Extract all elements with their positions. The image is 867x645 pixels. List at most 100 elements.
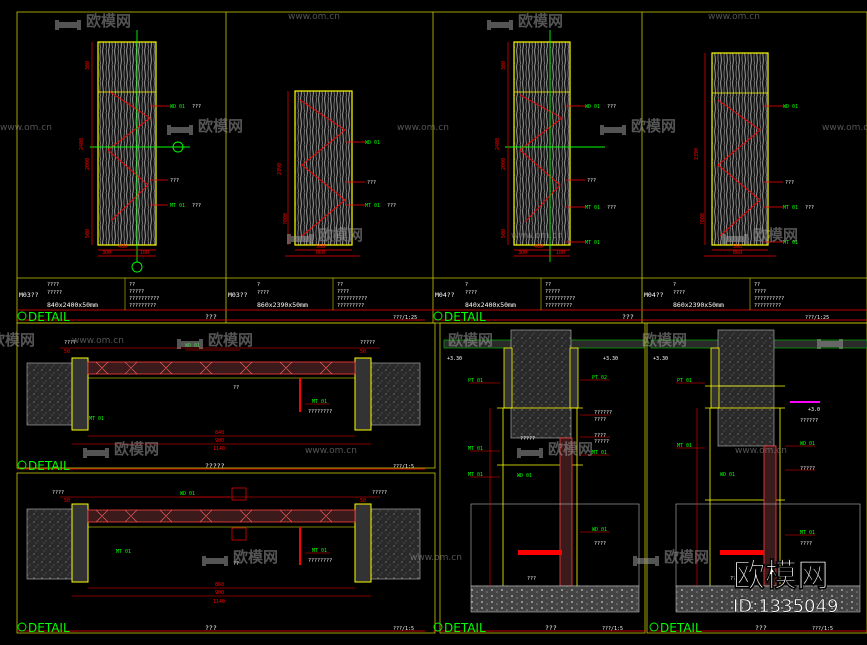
brand-logo: 欧模网 (733, 556, 829, 594)
elev1-dim-h1: 300 (102, 250, 111, 256)
sec1-note-4: ????? (520, 436, 535, 442)
spec2-r3: ????????? (337, 303, 364, 309)
sofa-logo-icon (177, 339, 203, 349)
spec3-r3: ????????? (545, 303, 572, 309)
detail6-label: DETAIL (660, 621, 702, 635)
elevation-m04-b: WD 01 MT 01 MT 01 ??? ??? 2390 ?000 560 … (694, 52, 814, 257)
svg-text:欧模网: 欧模网 (664, 548, 709, 566)
sec1-note-6: ??? (527, 576, 536, 582)
watermark-4: 欧模网 (600, 117, 676, 135)
sec1-note-5: ???? (594, 541, 606, 547)
elev3-note-3: ??? (607, 205, 616, 211)
detail5-label: DETAIL (444, 621, 486, 635)
spec2-l2: 860x2390x50mm (257, 301, 308, 309)
spec3-code: M04?? (435, 291, 455, 299)
sofa-logo-icon (487, 20, 513, 30)
spec4-r1: ???? (754, 289, 766, 295)
elev3-dim-h0: 400 (534, 244, 543, 250)
watermark-url-1: www.om.cn (288, 12, 340, 22)
sofa-logo-icon (287, 234, 313, 244)
detail6-center: ??? (755, 624, 767, 632)
sofa-logo-icon (817, 339, 843, 349)
elev4-note-1: ??? (785, 180, 794, 186)
sec1-note-2: ???? (594, 433, 606, 439)
watermark-7: 欧模网 (0, 331, 35, 349)
plan2-dim-4: 50 (360, 498, 366, 504)
elev2-note-1: ??? (367, 180, 376, 186)
watermark-15: 欧模网 (633, 548, 709, 566)
watermark-9: 欧模网 (448, 331, 493, 349)
plan2-dim-1: 860 (215, 582, 224, 588)
svg-text:欧模网: 欧模网 (548, 440, 593, 458)
spec4-r0: ?? (754, 282, 760, 288)
watermark-url-9: www.om.cn (735, 446, 787, 456)
elev3-note-2: ??? (587, 178, 596, 184)
sec1-tag-2: PT 02 (592, 375, 607, 381)
plan1-dim-0: 50 (64, 349, 70, 355)
sheet-frames (16, 11, 867, 634)
plan-detail-1: WD 01 MT 01 MT 01 ???? ?? ???????? ?????… (26, 340, 421, 452)
elev2-dim-v0: 2390 (277, 163, 283, 175)
sec1-tag-5: WD 01 (592, 527, 607, 533)
elev1-dim-v0: 300 (85, 61, 91, 70)
sec1-tag-4: MT 01 (592, 450, 607, 456)
spec4-l2: 860x2390x50mm (673, 301, 724, 309)
elev1-dim-v3: 500 (85, 229, 91, 238)
plan1-dim-4: 50 (360, 349, 366, 355)
spec2-code: M03?? (228, 291, 248, 299)
plan2-dim-2: 900 (215, 590, 224, 596)
spec4-code: M04?? (644, 291, 664, 299)
spec3-r0: ?? (545, 282, 551, 288)
elev3-dim-v0: 300 (501, 61, 507, 70)
spec1-r2: ?????????? (129, 296, 159, 302)
sec1-tag-1: MT 01 (468, 446, 483, 452)
spec4-r2: ?????????? (754, 296, 784, 302)
detail3-label: DETAIL (28, 459, 70, 473)
sec1-tag-6: MT 01 (468, 472, 483, 478)
elev2-tag-wd: WD 01 (365, 140, 380, 146)
detail4-center: ??? (205, 624, 217, 632)
elev1-dim-v2: 2000 (85, 158, 91, 170)
section-detail-1: +3.30 +3.30 PT 01 MT 01 PT 02 WD 01 MT 0… (443, 329, 645, 613)
sec2-level-1: +3.30 (653, 356, 668, 362)
sec2-note-2: ???? (800, 541, 812, 547)
elev3-tag-wd: WD 01 (585, 104, 600, 110)
spec2-r2: ?????????? (337, 296, 367, 302)
plan1-dim-1: 840 (215, 430, 224, 436)
spec3-l2: 840x2400x50mm (465, 301, 516, 309)
detail4-right: ???/1:5 (393, 626, 414, 632)
sofa-logo-icon (167, 125, 193, 135)
elev4-tag-mt1: MT 01 (783, 205, 798, 211)
elev1-dim-v1: 2400 (79, 138, 85, 150)
spec2-l0: ? (257, 282, 260, 288)
elevation-m03-a: WD 01 MT 01 ??? ??? ??? 300 2400 2000 50… (79, 30, 201, 273)
watermark-13: 欧模网 (517, 440, 593, 458)
sec2-level-2: +3.0 (808, 407, 820, 413)
detail1-center: ??? (205, 313, 217, 321)
svg-text:欧模网: 欧模网 (233, 548, 278, 566)
spec3-r1: ????? (545, 289, 560, 295)
watermark-10: 欧模网 (642, 331, 687, 349)
elev4-dim-h1: 860 (733, 250, 742, 256)
sec2-note-1: ????? (800, 466, 815, 472)
detail3-center: ????? (205, 462, 225, 470)
spec4-l1: ???? (673, 290, 685, 296)
detail6-right: ???/1:5 (812, 626, 833, 632)
elev1-tag-mt: MT 01 (170, 203, 185, 209)
elev3-dim-h2: 100 (556, 250, 565, 256)
svg-text:欧模网: 欧模网 (198, 117, 243, 135)
sec1-note-3: ????? (594, 439, 609, 445)
plan2-dim-0: 50 (64, 498, 70, 504)
detail2-right: ???/1:25 (805, 315, 829, 321)
elev3-tag-mt2: MT 01 (585, 240, 600, 246)
elev4-dim-h0: 560 (733, 244, 742, 250)
svg-text:欧模网: 欧模网 (631, 117, 676, 135)
plan1-note-2: ?? (233, 385, 239, 391)
detail1-label: DETAIL (28, 310, 70, 324)
elev2-dim-h1: 860 (316, 250, 325, 256)
spec1-r0: ?? (129, 282, 135, 288)
plan2-note-2: ?? (233, 561, 239, 567)
sofa-logo-icon (202, 556, 228, 566)
svg-text:欧模网: 欧模网 (0, 331, 35, 349)
watermark-url-8: www.om.cn (305, 446, 357, 456)
